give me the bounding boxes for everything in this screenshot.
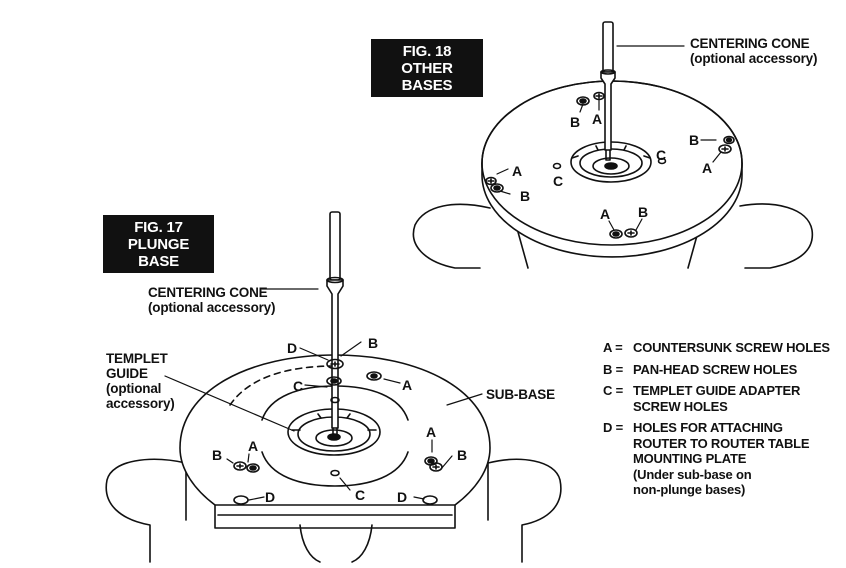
fig17-label-c-top: C xyxy=(293,378,303,394)
fig18-label-a-bottom: A xyxy=(600,206,610,222)
fig17-label-d-top: D xyxy=(287,340,297,356)
fig17-leader-lines xyxy=(164,288,483,501)
fig18-label-a: A xyxy=(592,111,602,127)
fig17-hole-labels: D B C A A B A B C D D xyxy=(212,335,467,505)
legend-row-d: D = HOLES FOR ATTACHING ROUTER TO ROUTER… xyxy=(603,420,843,498)
fig17-title: PLUNGE BASE xyxy=(127,236,190,270)
fig18-leader-lines xyxy=(496,45,722,231)
fig17-label-a-left: A xyxy=(248,438,258,454)
fig18-hole-labels: B A B A C C A B A B xyxy=(512,111,712,222)
fig18-screw-holes xyxy=(485,91,735,239)
fig17-centering-cone-note: (optional accessory) xyxy=(148,300,276,315)
fig18-centering-cone-note: (optional accessory) xyxy=(690,51,818,66)
legend-key-b: B = xyxy=(603,361,623,377)
fig17-centering-cone-title: CENTERING CONE xyxy=(148,285,268,300)
fig18-title: OTHER BASES xyxy=(401,60,453,94)
legend-row-a: A = COUNTERSUNK SCREW HOLES xyxy=(603,340,843,356)
fig18-label-a-right: A xyxy=(702,160,712,176)
legend-key-a: A = xyxy=(603,340,623,355)
fig18-label-a-left: A xyxy=(512,163,522,179)
legend-d-line-5: non-plunge bases) xyxy=(633,482,746,497)
fig17-label-b-top: B xyxy=(368,335,378,351)
legend-c-line-1: TEMPLET GUIDE ADAPTER xyxy=(633,383,801,398)
legend-b-line-1: PAN-HEAD SCREW HOLES xyxy=(633,361,798,377)
fig17-label-box: FIG. 17 PLUNGE BASE xyxy=(103,215,214,273)
fig17-label-a-top: A xyxy=(402,377,412,393)
templet-guide-line-1: TEMPLET xyxy=(106,351,168,366)
fig18-label-box: FIG. 18 OTHER BASES xyxy=(371,39,483,97)
fig18-label-b-right: B xyxy=(689,132,699,148)
fig17-centering-cone xyxy=(326,211,344,439)
fig18-centering-cone-title: CENTERING CONE xyxy=(690,36,810,51)
legend-d-line-1: HOLES FOR ATTACHING xyxy=(633,420,783,435)
fig17-centering-cone-callout: CENTERING CONE (optional accessory) xyxy=(148,285,275,315)
fig18-label-b: B xyxy=(570,114,580,130)
fig17-label-d-right: D xyxy=(397,489,407,505)
templet-guide-line-4: accessory) xyxy=(106,396,175,411)
templet-guide-line-3: (optional xyxy=(106,381,162,396)
legend-row-c: C = TEMPLET GUIDE ADAPTER SCREW HOLES xyxy=(603,383,843,414)
templet-guide-callout: TEMPLET GUIDE (optional accessory) xyxy=(106,351,175,411)
fig17-label-c-bottom: C xyxy=(355,487,365,503)
legend-key-d: D = xyxy=(603,420,623,435)
fig18-label-c-left: C xyxy=(553,173,563,189)
legend-d-line-4: (Under sub-base on xyxy=(633,466,752,482)
fig17-label-a-right: A xyxy=(426,424,436,440)
fig18-label-c-right: C xyxy=(656,147,666,163)
legend-row-b: B = PAN-HEAD SCREW HOLES xyxy=(603,362,843,378)
fig18-centering-cone-callout: CENTERING CONE (optional accessory) xyxy=(690,36,817,66)
legend-c-line-2: SCREW HOLES xyxy=(633,398,728,414)
sub-base-callout: SUB-BASE xyxy=(486,387,555,402)
fig17-screw-holes xyxy=(233,358,443,505)
templet-guide-line-2: GUIDE xyxy=(106,366,148,381)
fig18-label-b-left: B xyxy=(520,188,530,204)
sub-base-label: SUB-BASE xyxy=(486,387,555,402)
fig17-label-b-left: B xyxy=(212,447,222,463)
legend-d-line-3: MOUNTING PLATE xyxy=(633,451,747,466)
legend-d-line-2: ROUTER TO ROUTER TABLE xyxy=(633,435,810,451)
hole-legend: A = COUNTERSUNK SCREW HOLES B = PAN-HEAD… xyxy=(603,340,843,504)
fig17-router-body xyxy=(105,458,562,563)
legend-key-c: C = xyxy=(603,383,623,398)
fig17-label-b-right: B xyxy=(457,447,467,463)
legend-a-line-1: COUNTERSUNK SCREW HOLES xyxy=(633,340,830,355)
fig18-centering-cone xyxy=(600,21,616,161)
fig17-number: FIG. 17 xyxy=(134,219,183,236)
fig17-label-d-left: D xyxy=(265,489,275,505)
fig18-number: FIG. 18 xyxy=(402,43,452,60)
fig18-label-b-bottom: B xyxy=(638,204,648,220)
